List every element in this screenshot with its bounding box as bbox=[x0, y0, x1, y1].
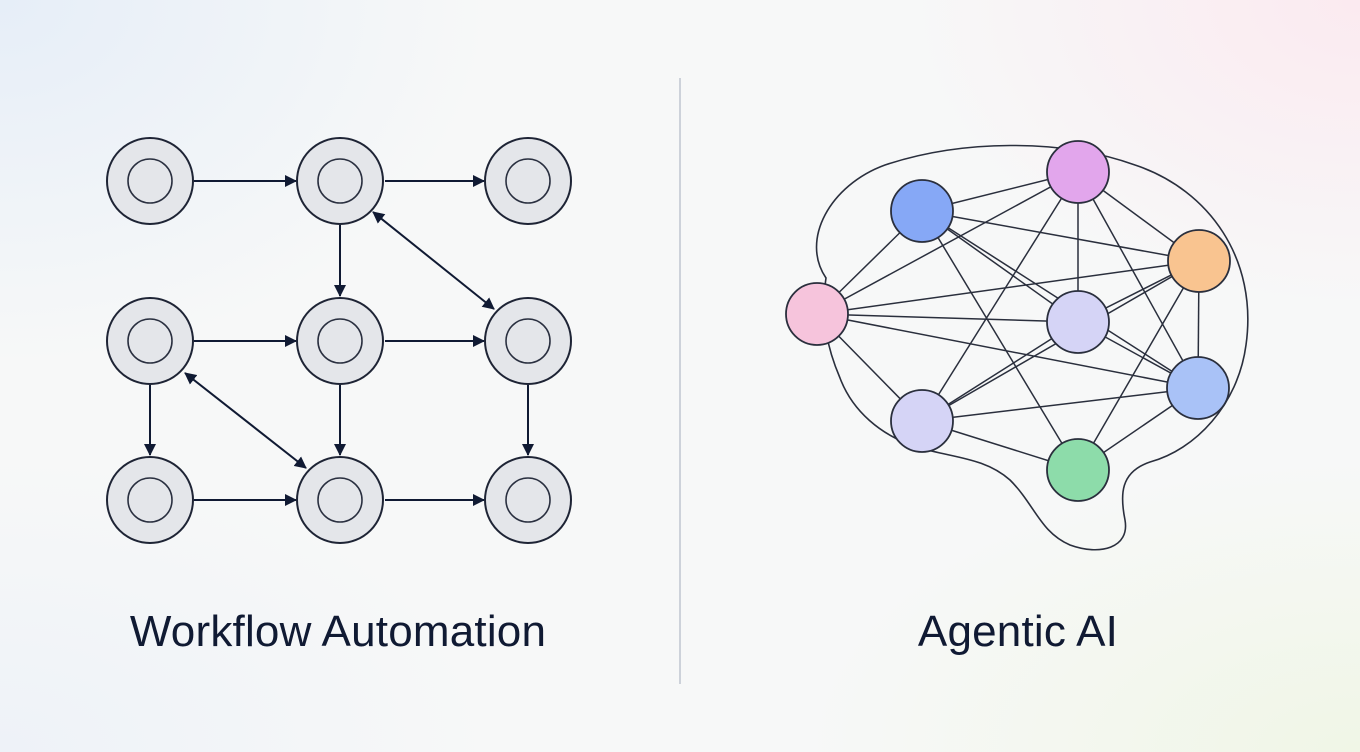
agent-node bbox=[785, 282, 849, 346]
agent-node bbox=[1166, 356, 1230, 420]
workflow-node bbox=[296, 137, 384, 225]
agent-edge bbox=[921, 171, 1079, 422]
workflow-node bbox=[106, 297, 194, 385]
workflow-node bbox=[296, 456, 384, 544]
agent-edge bbox=[921, 387, 1199, 422]
panel-divider bbox=[679, 78, 681, 684]
workflow-automation-title: Workflow Automation bbox=[129, 607, 547, 656]
agent-node bbox=[1167, 229, 1231, 293]
agent-edge bbox=[921, 210, 1079, 323]
agent-node bbox=[1046, 140, 1110, 204]
agent-edge bbox=[816, 260, 1200, 315]
agent-node bbox=[890, 179, 954, 243]
agent-edge bbox=[1077, 171, 1199, 389]
workflow-node bbox=[106, 456, 194, 544]
workflow-node bbox=[484, 137, 572, 225]
agentic-graph bbox=[785, 140, 1249, 551]
agent-edge bbox=[816, 313, 1199, 389]
workflow-node bbox=[484, 297, 572, 385]
workflow-graph bbox=[106, 137, 572, 544]
agent-nodes bbox=[785, 140, 1231, 502]
agent-node bbox=[890, 389, 954, 453]
workflow-edge bbox=[372, 211, 495, 310]
agent-node bbox=[1046, 290, 1110, 354]
agent-edge bbox=[921, 210, 1079, 471]
agent-edge bbox=[921, 210, 1200, 262]
brain-outline-icon bbox=[815, 144, 1249, 551]
workflow-node bbox=[296, 297, 384, 385]
agent-edge bbox=[816, 171, 1079, 315]
agent-node bbox=[1046, 438, 1110, 502]
agent-edge bbox=[816, 313, 1079, 323]
workflow-node bbox=[106, 137, 194, 225]
agent-edge bbox=[1077, 260, 1200, 471]
workflow-edges bbox=[144, 175, 534, 506]
agentic-ai-title: Agentic AI bbox=[917, 607, 1119, 656]
workflow-edge bbox=[184, 372, 307, 469]
workflow-nodes bbox=[106, 137, 572, 544]
workflow-node bbox=[484, 456, 572, 544]
